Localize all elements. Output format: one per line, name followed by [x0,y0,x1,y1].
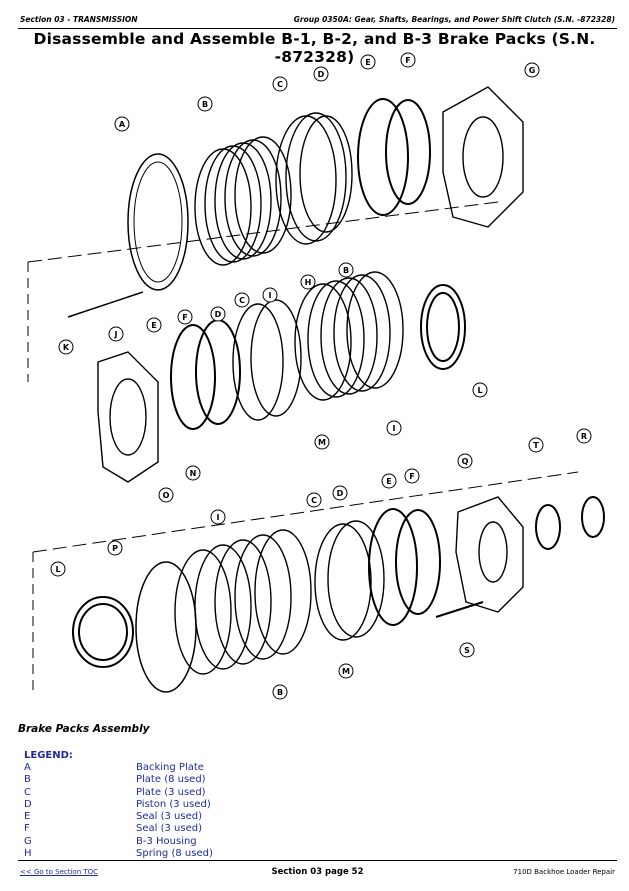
callout-bubble [400,52,416,68]
plate-stack-b [194,136,292,266]
callout-bubble [108,326,124,342]
callout-letter: D [337,489,344,498]
callout-letter: A [119,120,126,129]
housing-q [455,496,524,613]
group-label: Group 0350A: Gear, Shafts, Bearings, and… [293,15,615,24]
callout-bubble [300,274,316,290]
callout-letter: B [202,100,208,109]
callout-letter: E [386,477,391,486]
callout-bubble [197,96,213,112]
bolt-k [67,291,144,318]
callout-bubble [338,262,354,278]
callout-bubble [457,453,473,469]
callout-bubble [528,437,544,453]
callout-bubble [177,309,193,325]
callout-letter: M [342,667,350,676]
callout-bubble [386,420,402,436]
callout-letter: K [63,343,70,352]
callout-bubble [234,292,250,308]
section-toc-link[interactable]: << Go to Section TOC [20,868,99,876]
callout-bubble [158,487,174,503]
callout-letter: I [269,291,272,300]
callout-letter: D [215,310,222,319]
backing-plate [127,153,189,291]
callout-bubble [262,287,278,303]
callout-bubble [210,306,226,322]
callout-bubble [338,663,354,679]
callout-letter: N [190,469,197,478]
callout-letter: H [305,278,312,287]
housing-left [97,351,159,483]
callout-bubble [146,317,162,333]
callout-letter: E [151,321,156,330]
callout-letter: F [182,313,187,322]
callout-letter: B [343,266,349,275]
manual-title: 710D Backhoe Loader Repair [513,868,615,876]
callout-bubble [576,428,592,444]
seal-f [385,99,431,205]
page-footer: << Go to Section TOC Section 03 page 52 … [18,860,617,881]
callout-letter: G [529,66,536,75]
callout-bubble [360,54,376,70]
callout-letter: P [112,544,118,553]
callout-bubble [459,642,475,658]
callout-letter: L [477,386,482,395]
callout-bubble [313,66,329,82]
callout-letter: Q [462,457,469,466]
callout-bubble [332,485,348,501]
seal-e [357,98,409,216]
callout-letter: F [405,56,410,65]
callout-bubble [114,116,130,132]
callout-letter: R [581,432,587,441]
page-title: Disassemble and Assemble B-1, B-2, and B… [33,30,596,66]
page-header: Section 03 - TRANSMISSION Group 0350A: G… [18,12,617,29]
callout-bubble [404,468,420,484]
callout-letter: L [55,565,60,574]
exploded-view-figure: A B C D E F G H I J K B C D E F L I M N O T R Q C D E F I P L M B S [27,52,605,700]
b3-housing [442,86,524,228]
callout-letter: M [318,438,326,447]
callout-bubble [185,465,201,481]
ring-gear-l [420,284,466,370]
callout-letter: C [311,496,317,505]
ring-gear-l2 [72,596,134,668]
callout-bubble [381,473,397,489]
callout-letter: C [277,80,283,89]
figure-caption: Brake Packs Assembly [18,723,150,735]
piston-c-d [275,112,353,245]
callout-letter: O [163,491,170,500]
callout-letter: B [277,688,283,697]
callout-bubble [306,492,322,508]
callout-letter: I [393,424,396,433]
callout-bubble [272,76,288,92]
callout-letter: I [217,513,220,522]
callout-letter: J [114,330,118,339]
callout-letter: F [409,472,414,481]
callout-letter: C [239,296,245,305]
callout-bubble [524,62,540,78]
callout-bubble [210,509,226,525]
section-label: Section 03 - TRANSMISSION [20,15,138,24]
callout-letter: E [365,58,370,67]
callout-letter: D [318,70,325,79]
callout-bubble [272,684,288,700]
legend-title: LEGEND: [24,750,73,761]
page-number: Section 03 page 52 [271,867,364,877]
callout-letter: S [464,646,470,655]
callout-bubble [472,382,488,398]
callout-bubble [58,339,74,355]
callout-letter: T [533,441,539,450]
callout-bubble [50,561,66,577]
callout-bubble [107,540,123,556]
callout-bubble [314,434,330,450]
